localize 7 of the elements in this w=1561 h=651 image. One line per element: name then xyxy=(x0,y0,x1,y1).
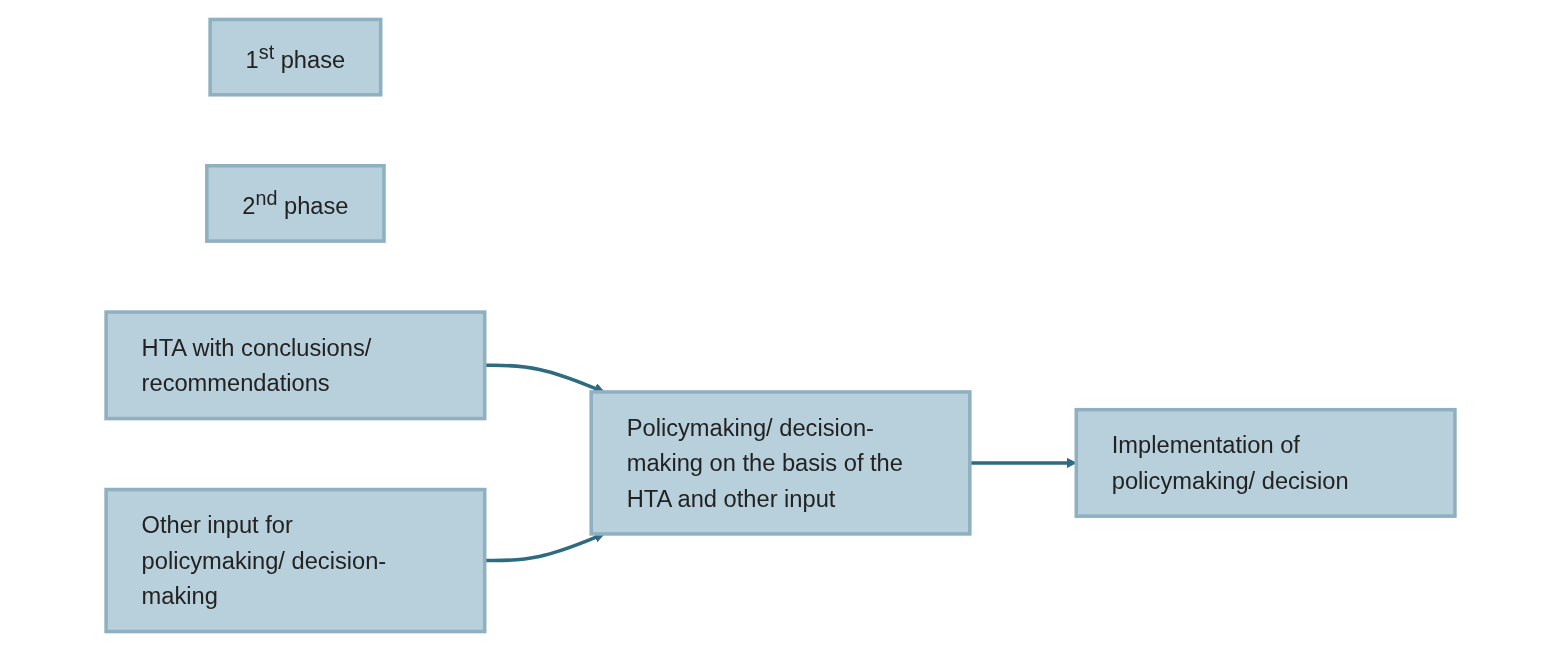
node-box xyxy=(104,487,487,634)
node-box xyxy=(208,17,383,97)
flowchart: 1$^{st}$ phase 2$^{nd}$ phase HTA with conclusions/ recommendations Policymaking/ decision-making on the basis of the HTA and other input Implementation of policymaking/ decision Other input for policymaking/ decision-making xyxy=(10,10,1551,641)
node-box xyxy=(1074,407,1457,518)
node-box xyxy=(205,164,386,243)
node-box xyxy=(104,310,487,421)
node-box xyxy=(589,390,972,536)
